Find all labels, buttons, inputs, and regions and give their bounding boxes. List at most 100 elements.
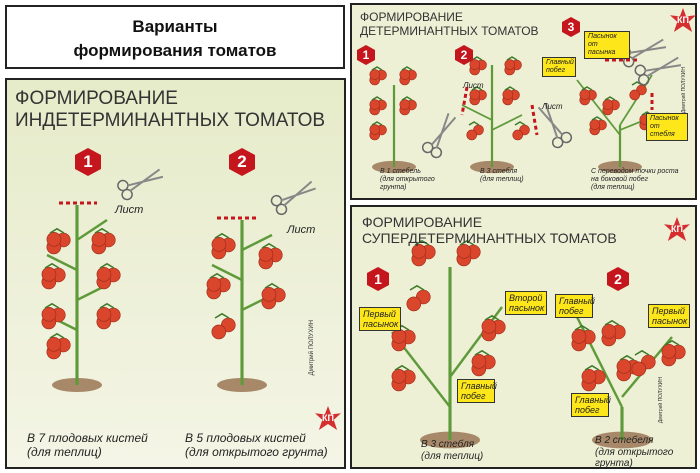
tomato — [211, 324, 227, 340]
badge-2: 2 — [229, 148, 255, 176]
tomato — [502, 89, 514, 100]
heading-line: Формирование — [15, 88, 178, 109]
leaf-cluster — [591, 116, 603, 121]
caption-line: грунта) — [595, 458, 633, 469]
superdeterminate-illustration — [391, 239, 686, 449]
side-stem — [461, 104, 493, 121]
title-box: Варианты формирования томатов — [5, 5, 345, 69]
badge-3: 3 — [562, 17, 580, 37]
caption-line: (для теплиц) — [421, 450, 484, 462]
cut-line — [460, 86, 469, 116]
badge-1: 1 — [75, 148, 101, 176]
caption-line: В 2 стебеля — [595, 435, 654, 446]
scissors-icon — [537, 103, 573, 149]
leaf-cluster — [401, 96, 413, 101]
determinate-panel: Формированиедетерминантных томатов 1 2 3… — [350, 3, 697, 200]
tomato — [46, 337, 62, 352]
leaf-cluster — [44, 262, 60, 269]
tomato — [369, 69, 381, 80]
tag-second-stepson: Второй пасынок — [505, 291, 547, 315]
indeterminate-panel: Формированиеиндетерминантных томатов 1 2… — [5, 78, 346, 469]
indeterminate-illustration — [41, 168, 316, 392]
side-stem — [241, 233, 273, 252]
leaf-cluster — [484, 314, 500, 321]
leaf-cluster — [584, 364, 600, 371]
soil — [420, 431, 480, 449]
leaf-cluster — [409, 284, 425, 291]
caption-line: С переводом точки роста — [591, 168, 679, 175]
tomato — [369, 124, 381, 135]
heading-line: Формирование — [360, 10, 463, 24]
tomato — [629, 89, 641, 101]
tomato — [369, 99, 381, 110]
side-stem — [211, 263, 243, 282]
title-line-1: Варианты — [132, 17, 218, 36]
tag-main-shoot-2: Главный побег — [571, 393, 611, 417]
leaf-cluster — [604, 96, 616, 101]
caption-line: грунта) — [380, 184, 407, 192]
leaf-label: Лист — [115, 204, 144, 216]
tag-stepson-of-stem: Пасынок от стебля — [646, 113, 688, 141]
leaf-cluster — [414, 239, 430, 246]
tag-stepson-of-stepson: Пасынок от пасынка — [584, 31, 630, 59]
leaf-cluster — [664, 339, 680, 346]
caption-line: (для теплиц) — [591, 184, 635, 192]
leaf-cluster — [474, 349, 490, 356]
caption-line: (для теплиц) — [27, 444, 102, 459]
tomato — [601, 324, 617, 339]
leaf-cluster — [581, 86, 593, 91]
tomato — [391, 329, 407, 344]
side-stem — [449, 306, 503, 378]
tomato — [406, 296, 422, 312]
panel-heading: Формированиедетерминантных томатов — [360, 10, 539, 39]
scissors-icon — [117, 168, 164, 201]
badge-1: 1 — [357, 45, 375, 65]
tomato — [96, 307, 112, 322]
leaf-cluster — [401, 66, 413, 71]
caption-line: В 3 стебля — [421, 439, 475, 450]
title-line-2: формирования томатов — [73, 41, 277, 60]
scissors-icon — [421, 113, 457, 159]
tomato — [391, 369, 407, 384]
tomato — [469, 89, 481, 100]
leaf-cluster — [264, 282, 280, 289]
leaf-cluster — [209, 272, 225, 279]
leaf-cluster — [214, 232, 230, 239]
side-stem — [491, 114, 523, 131]
leaf-cluster — [371, 66, 383, 71]
tomato — [41, 307, 57, 322]
tomato — [96, 267, 112, 282]
tomato — [512, 129, 524, 141]
tomato — [466, 129, 478, 141]
leaf-cluster — [468, 121, 480, 126]
heading-line: Формирование — [362, 214, 483, 230]
tomato — [399, 99, 411, 110]
tomato — [41, 267, 57, 282]
tag-first-stepson-2: Первый пасынок — [648, 304, 690, 328]
caption-2: В 3 стебля(для теплиц) — [480, 168, 524, 184]
leaf-cluster — [394, 364, 410, 371]
tag-main-shoot: Главный побег — [457, 379, 497, 403]
heading-line: детерминантных томатов — [360, 23, 539, 38]
tag-main-shoot-top: Главный побег — [555, 294, 595, 318]
leaf-cluster — [371, 121, 383, 126]
scissors-icon — [270, 180, 316, 216]
leaf-cluster — [261, 242, 277, 249]
caption-2: В 5 плодовых кистей(для открытого грунта… — [185, 431, 328, 460]
leaf-cluster — [44, 302, 60, 309]
soil — [592, 431, 652, 449]
badge-2: 2 — [607, 267, 629, 291]
caption-1: В 7 плодовых кистей(для теплиц) — [27, 431, 148, 460]
tomato — [571, 329, 587, 344]
tomato — [469, 59, 481, 70]
caption-line: (для открытого грунта) — [185, 444, 328, 459]
caption-line: В 3 стебля — [480, 168, 518, 175]
tomato — [399, 69, 411, 80]
tomato — [261, 287, 277, 302]
tomato — [211, 237, 227, 252]
tag-main-shoot: Главный побег — [542, 57, 576, 77]
tomato — [504, 59, 516, 70]
heading-line: индетерминантных томатов — [15, 109, 326, 131]
